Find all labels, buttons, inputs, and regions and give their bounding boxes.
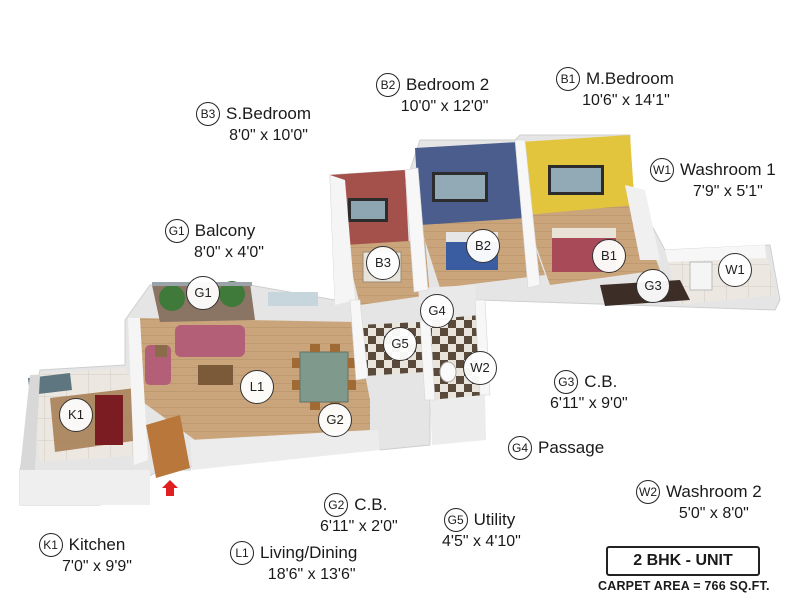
marker-g4: G4 <box>420 294 454 328</box>
marker-w1: W1 <box>718 253 752 287</box>
room-name: Washroom 1 <box>680 160 776 179</box>
room-dimensions: 5'0" x 8'0" <box>678 505 749 522</box>
room-label-b2: B2 Bedroom 2 10'0" x 12'0" <box>376 73 489 116</box>
room-label-w1: W1 Washroom 1 7'9" x 5'1" <box>650 158 776 201</box>
room-name: Passage <box>538 438 605 457</box>
room-label-b1: B1 M.Bedroom 10'6" x 14'1" <box>556 67 674 110</box>
room-label-w2: W2 Washroom 2 5'0" x 8'0" <box>636 480 762 523</box>
marker-b3: B3 <box>366 246 400 280</box>
room-name: Utility <box>473 510 516 529</box>
m-bedroom-area <box>520 135 660 285</box>
room-code-badge: G2 <box>324 493 349 517</box>
room-name: C.B. <box>584 372 618 391</box>
marker-g5: G5 <box>383 327 417 361</box>
room-label-g2: G2 C.B. 6'11" x 2'0" <box>314 493 398 536</box>
marker-k1: K1 <box>59 398 93 432</box>
marker-g1: G1 <box>186 276 220 310</box>
room-name: M.Bedroom <box>586 69 674 88</box>
room-dimensions: 6'11" x 9'0" <box>550 395 628 412</box>
room-name: Kitchen <box>68 535 126 554</box>
marker-l1: L1 <box>240 370 274 404</box>
room-dimensions: 7'9" x 5'1" <box>692 183 763 200</box>
room-code-badge: W2 <box>636 480 660 504</box>
marker-g3: G3 <box>636 269 670 303</box>
room-name: Living/Dining <box>260 543 358 562</box>
room-dimensions: 4'5" x 4'10" <box>442 533 521 550</box>
room-dimensions: 10'6" x 14'1" <box>582 92 670 109</box>
room-name: Bedroom 2 <box>406 75 490 94</box>
room-code-badge: B1 <box>556 67 580 91</box>
room-label-g4: G4 Passage <box>508 436 604 460</box>
bedroom-2-area <box>415 142 545 288</box>
marker-b1: B1 <box>592 239 626 273</box>
unit-type-badge: 2 BHK - UNIT <box>606 546 760 576</box>
room-label-b3: B3 S.Bedroom 8'0" x 10'0" <box>196 102 311 145</box>
room-name: Washroom 2 <box>666 482 762 501</box>
room-code-badge: L1 <box>230 541 254 565</box>
room-code-badge: K1 <box>38 533 63 557</box>
room-dimensions: 7'0" x 9'9" <box>62 558 132 575</box>
room-code-badge: B3 <box>196 102 220 126</box>
room-label-l1: L1 Living/Dining 18'6" x 13'6" <box>230 541 357 584</box>
room-code-badge: G5 <box>443 508 468 532</box>
room-code-badge: W1 <box>650 158 674 182</box>
room-name: C.B. <box>354 495 388 514</box>
room-code-badge: G1 <box>164 219 189 243</box>
room-dimensions: 8'0" x 10'0" <box>229 127 308 144</box>
room-dimensions: 10'0" x 12'0" <box>400 98 489 115</box>
room-label-g3: G3 C.B. 6'11" x 9'0" <box>544 370 628 413</box>
room-label-k1: K1 Kitchen 7'0" x 9'9" <box>32 533 132 576</box>
marker-b2: B2 <box>466 229 500 263</box>
kitchen-area <box>20 368 150 505</box>
room-label-g1: G1 Balcony 8'0" x 4'0" <box>156 219 264 262</box>
room-dimensions: 18'6" x 13'6" <box>267 566 356 583</box>
carpet-area-text: CARPET AREA = 766 SQ.FT. <box>598 579 770 593</box>
room-name: S.Bedroom <box>226 104 312 123</box>
marker-g2: G2 <box>318 403 352 437</box>
room-name: Balcony <box>194 221 256 240</box>
room-code-badge: G4 <box>508 436 532 460</box>
room-code-badge: B2 <box>376 73 400 97</box>
room-label-g5: G5 Utility 4'5" x 4'10" <box>438 508 521 551</box>
room-dimensions: 6'11" x 2'0" <box>320 518 398 535</box>
marker-w2: W2 <box>463 351 497 385</box>
room-code-badge: G3 <box>554 370 579 394</box>
room-dimensions: 8'0" x 4'0" <box>194 244 264 261</box>
